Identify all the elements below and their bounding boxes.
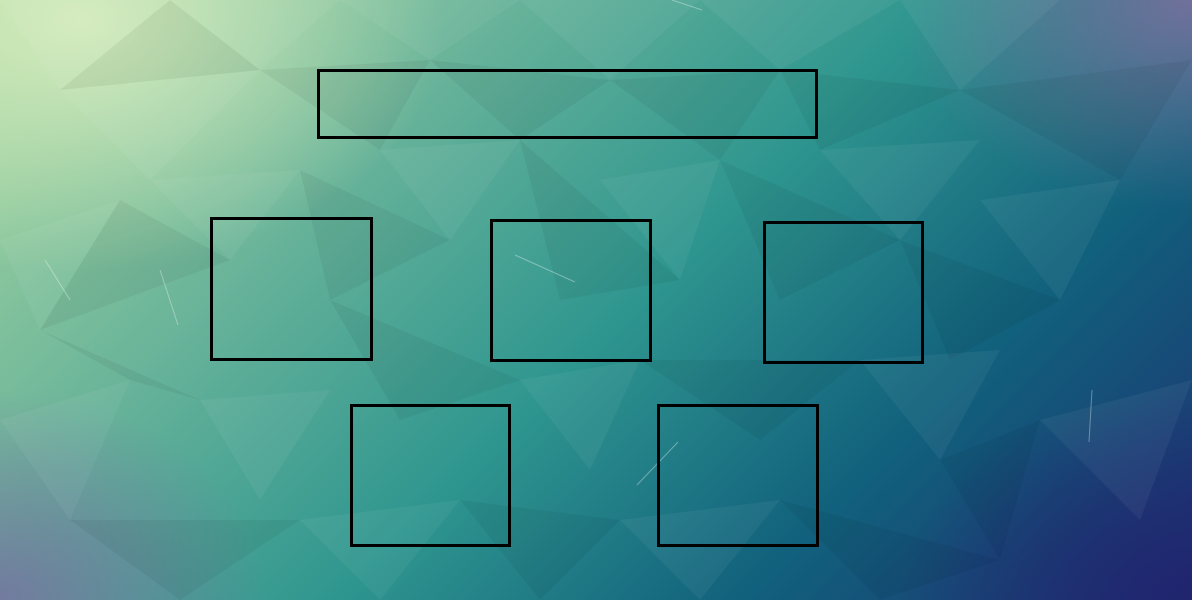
box-top-center [490,219,652,362]
box-bottom-right [657,404,819,547]
title-bar-frame [317,69,818,139]
box-top-right [763,221,924,364]
box-bottom-left [350,404,511,547]
box-top-left [210,217,373,361]
